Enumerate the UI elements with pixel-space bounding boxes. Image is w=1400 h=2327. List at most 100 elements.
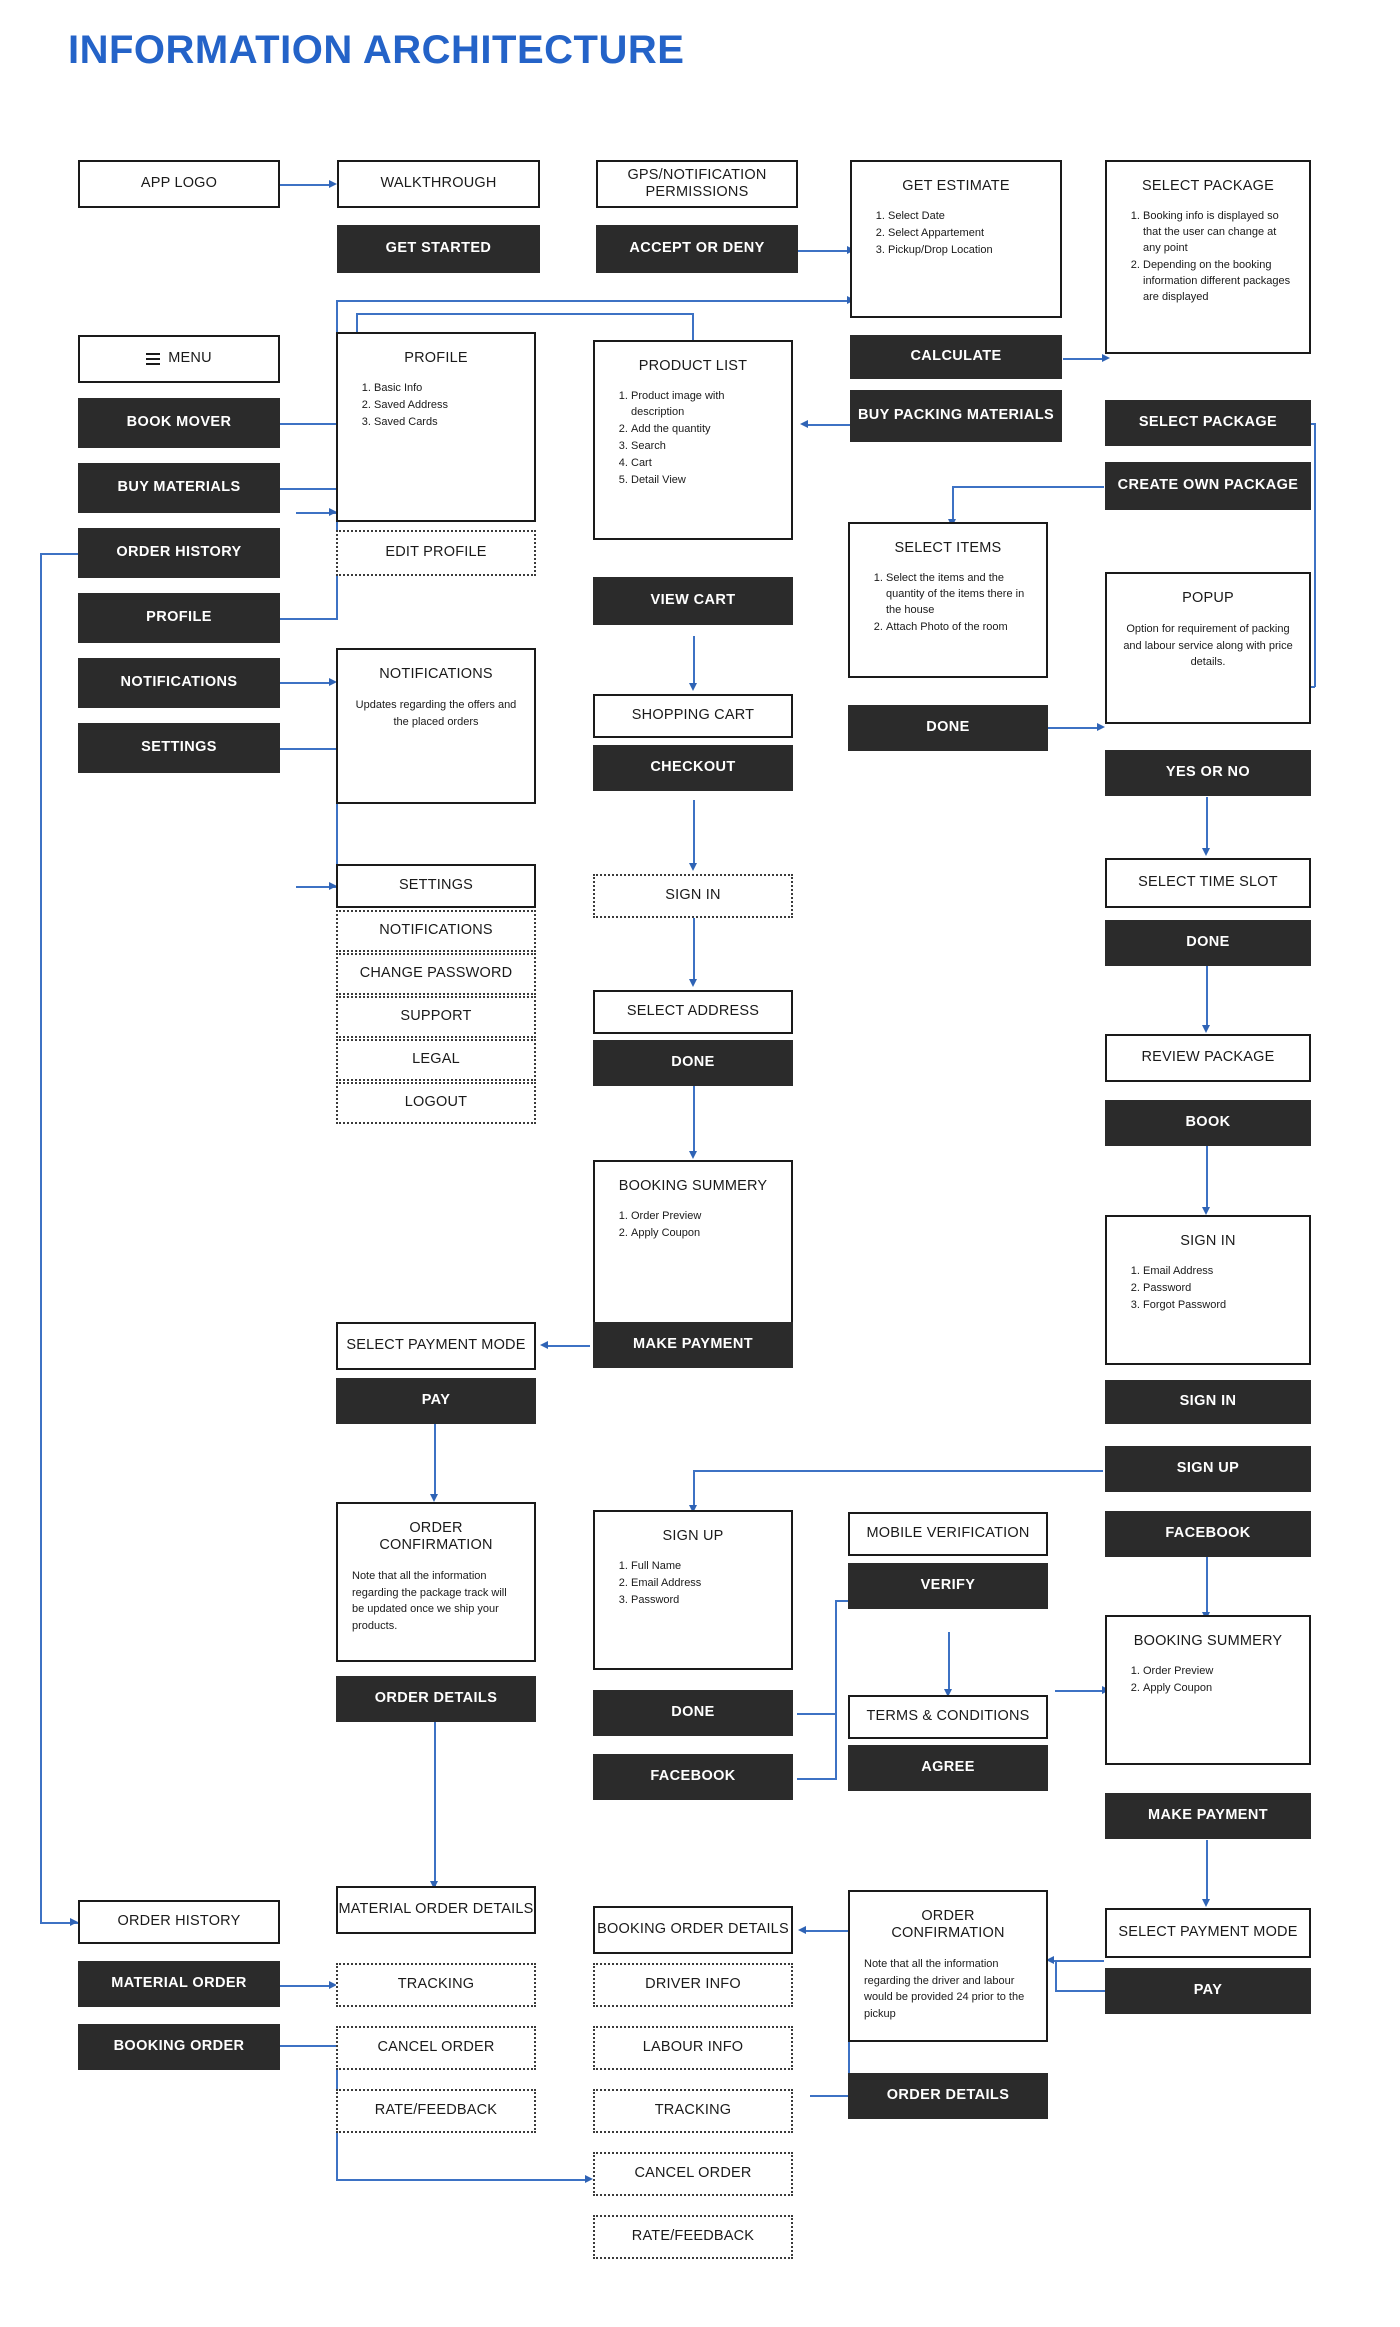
node-order-confirmation-left[interactable]: ORDER CONFIRMATION Note that all the inf… — [336, 1502, 536, 1662]
material-order-item-rate-feedback[interactable]: RATE/FEEDBACK — [336, 2089, 536, 2133]
booking-order-item-labour-info[interactable]: LABOUR INFO — [593, 2026, 793, 2070]
connector — [693, 800, 695, 866]
settings-item-legal[interactable]: LEGAL — [336, 1039, 536, 1081]
node-notifications-card[interactable]: NOTIFICATIONS Updates regarding the offe… — [336, 648, 536, 804]
node-pay-right[interactable]: PAY — [1105, 1968, 1311, 2014]
node-select-package-card[interactable]: SELECT PACKAGE Booking info is displayed… — [1105, 160, 1311, 354]
node-review-package[interactable]: REVIEW PACKAGE — [1105, 1034, 1311, 1082]
node-label: CALCULATE — [910, 348, 1002, 365]
node-sign-up-button[interactable]: SIGN UP — [1105, 1446, 1311, 1492]
node-label: BOOKING SUMMERY — [1133, 1633, 1283, 1649]
arrow-head — [689, 683, 697, 691]
node-select-payment-mode-right[interactable]: SELECT PAYMENT MODE — [1105, 1908, 1311, 1958]
node-sign-in-button[interactable]: SIGN IN — [1105, 1380, 1311, 1424]
node-book[interactable]: BOOK — [1105, 1100, 1311, 1146]
node-label: ORDER CONFIRMATION — [891, 1908, 1005, 1942]
sidebar-item-book-mover[interactable]: BOOK MOVER — [78, 398, 280, 448]
node-select-address[interactable]: SELECT ADDRESS — [593, 990, 793, 1034]
node-gps-permissions[interactable]: GPS/NOTIFICATION PERMISSIONS — [596, 160, 798, 208]
node-list: Product image with descriptionAdd the qu… — [609, 389, 777, 490]
node-menu[interactable]: MENU — [78, 335, 280, 383]
settings-item-change-password[interactable]: CHANGE PASSWORD — [336, 953, 536, 995]
node-profile-card[interactable]: PROFILE Basic InfoSaved AddressSaved Car… — [336, 332, 536, 522]
settings-item-logout[interactable]: LOGOUT — [336, 1082, 536, 1124]
node-order-history[interactable]: ORDER HISTORY — [78, 1900, 280, 1944]
node-sign-in-card[interactable]: SIGN IN Email AddressPasswordForgot Pass… — [1105, 1215, 1311, 1365]
node-app-logo[interactable]: APP LOGO — [78, 160, 280, 208]
node-walkthrough[interactable]: WALKTHROUGH — [337, 160, 540, 208]
node-facebook-button-right[interactable]: FACEBOOK — [1105, 1511, 1311, 1557]
node-booking-summery-right[interactable]: BOOKING SUMMERY Order PreviewApply Coupo… — [1105, 1615, 1311, 1765]
node-order-details-bottom[interactable]: ORDER DETAILS — [848, 2073, 1048, 2119]
node-select-package-button[interactable]: SELECT PACKAGE — [1105, 400, 1311, 446]
node-create-own-package[interactable]: CREATE OWN PACKAGE — [1105, 462, 1311, 510]
node-view-cart[interactable]: VIEW CART — [593, 577, 793, 625]
node-label: DONE — [671, 1054, 715, 1071]
node-make-payment-middle[interactable]: MAKE PAYMENT — [593, 1322, 793, 1368]
list-item: Select the items and the quantity of the… — [886, 571, 1032, 619]
node-done-address[interactable]: DONE — [593, 1040, 793, 1086]
node-label: ORDER HISTORY — [116, 544, 242, 561]
connector — [336, 2179, 588, 2181]
node-sign-in-step[interactable]: SIGN IN — [593, 874, 793, 918]
node-booking-summery-middle[interactable]: BOOKING SUMMERY Order PreviewApply Coupo… — [593, 1160, 793, 1326]
node-popup[interactable]: POPUP Option for requirement of packing … — [1105, 572, 1311, 724]
booking-order-item-rate-feedback[interactable]: RATE/FEEDBACK — [593, 2215, 793, 2259]
node-edit-profile[interactable]: EDIT PROFILE — [336, 530, 536, 576]
node-verify[interactable]: VERIFY — [848, 1563, 1048, 1609]
node-agree[interactable]: AGREE — [848, 1745, 1048, 1791]
sidebar-item-order-history[interactable]: ORDER HISTORY — [78, 528, 280, 578]
sidebar-item-profile[interactable]: PROFILE — [78, 593, 280, 643]
node-calculate[interactable]: CALCULATE — [850, 335, 1062, 379]
node-material-order[interactable]: MATERIAL ORDER — [78, 1961, 280, 2007]
list-item: Add the quantity — [631, 422, 777, 438]
node-label: MAKE PAYMENT — [632, 1336, 753, 1353]
sidebar-item-buy-materials[interactable]: BUY MATERIALS — [78, 463, 280, 513]
node-settings-header[interactable]: SETTINGS — [336, 864, 536, 908]
sidebar-item-settings[interactable]: SETTINGS — [78, 723, 280, 773]
node-label: SIGN IN — [665, 887, 721, 904]
connector — [797, 1778, 835, 1780]
node-yes-or-no[interactable]: YES OR NO — [1105, 750, 1311, 796]
node-get-estimate[interactable]: GET ESTIMATE Select DateSelect Apparteme… — [850, 160, 1062, 318]
arrow-head — [1202, 1207, 1210, 1215]
node-label: REVIEW PACKAGE — [1141, 1049, 1275, 1066]
node-select-items[interactable]: SELECT ITEMS Select the items and the qu… — [848, 522, 1048, 678]
arrow-head — [1102, 354, 1110, 362]
node-order-details-left[interactable]: ORDER DETAILS — [336, 1676, 536, 1722]
node-booking-order[interactable]: BOOKING ORDER — [78, 2024, 280, 2070]
settings-item-notifications[interactable]: NOTIFICATIONS — [336, 910, 536, 952]
booking-order-item-cancel-order[interactable]: CANCEL ORDER — [593, 2152, 793, 2196]
node-make-payment-right[interactable]: MAKE PAYMENT — [1105, 1793, 1311, 1839]
booking-order-item-driver-info[interactable]: DRIVER INFO — [593, 1963, 793, 2007]
sidebar-item-notifications[interactable]: NOTIFICATIONS — [78, 658, 280, 708]
node-checkout[interactable]: CHECKOUT — [593, 745, 793, 791]
node-booking-order-details[interactable]: BOOKING ORDER DETAILS — [593, 1906, 793, 1954]
settings-item-support[interactable]: SUPPORT — [336, 996, 536, 1038]
material-order-item-tracking[interactable]: TRACKING — [336, 1963, 536, 2007]
booking-order-item-tracking[interactable]: TRACKING — [593, 2089, 793, 2133]
node-done-signup[interactable]: DONE — [593, 1690, 793, 1736]
node-buy-packing-materials[interactable]: BUY PACKING MATERIALS — [850, 390, 1062, 442]
node-select-payment-mode-left[interactable]: SELECT PAYMENT MODE — [336, 1322, 536, 1370]
node-get-started[interactable]: GET STARTED — [337, 225, 540, 273]
node-done-items[interactable]: DONE — [848, 705, 1048, 751]
material-order-item-cancel-order[interactable]: CANCEL ORDER — [336, 2026, 536, 2070]
node-label: NOTIFICATIONS — [120, 674, 238, 691]
node-label: SHOPPING CART — [631, 707, 755, 724]
node-mobile-verification[interactable]: MOBILE VERIFICATION — [848, 1512, 1048, 1556]
node-sign-up-card[interactable]: SIGN UP Full NameEmail AddressPassword — [593, 1510, 793, 1670]
node-product-list[interactable]: PRODUCT LIST Product image with descript… — [593, 340, 793, 540]
node-facebook-signup[interactable]: FACEBOOK — [593, 1754, 793, 1800]
node-shopping-cart[interactable]: SHOPPING CART — [593, 694, 793, 738]
node-select-time-slot[interactable]: SELECT TIME SLOT — [1105, 858, 1311, 908]
node-material-order-details[interactable]: MATERIAL ORDER DETAILS — [336, 1886, 536, 1934]
node-done-time-slot[interactable]: DONE — [1105, 920, 1311, 966]
node-order-confirmation-bottom[interactable]: ORDER CONFIRMATION Note that all the inf… — [848, 1890, 1048, 2042]
list-item: Detail View — [631, 473, 777, 489]
node-terms-conditions[interactable]: TERMS & CONDITIONS — [848, 1695, 1048, 1739]
list-item: Search — [631, 439, 777, 455]
node-pay-left[interactable]: PAY — [336, 1378, 536, 1424]
node-accept-or-deny[interactable]: ACCEPT OR DENY — [596, 225, 798, 273]
node-label: VERIFY — [920, 1577, 976, 1594]
